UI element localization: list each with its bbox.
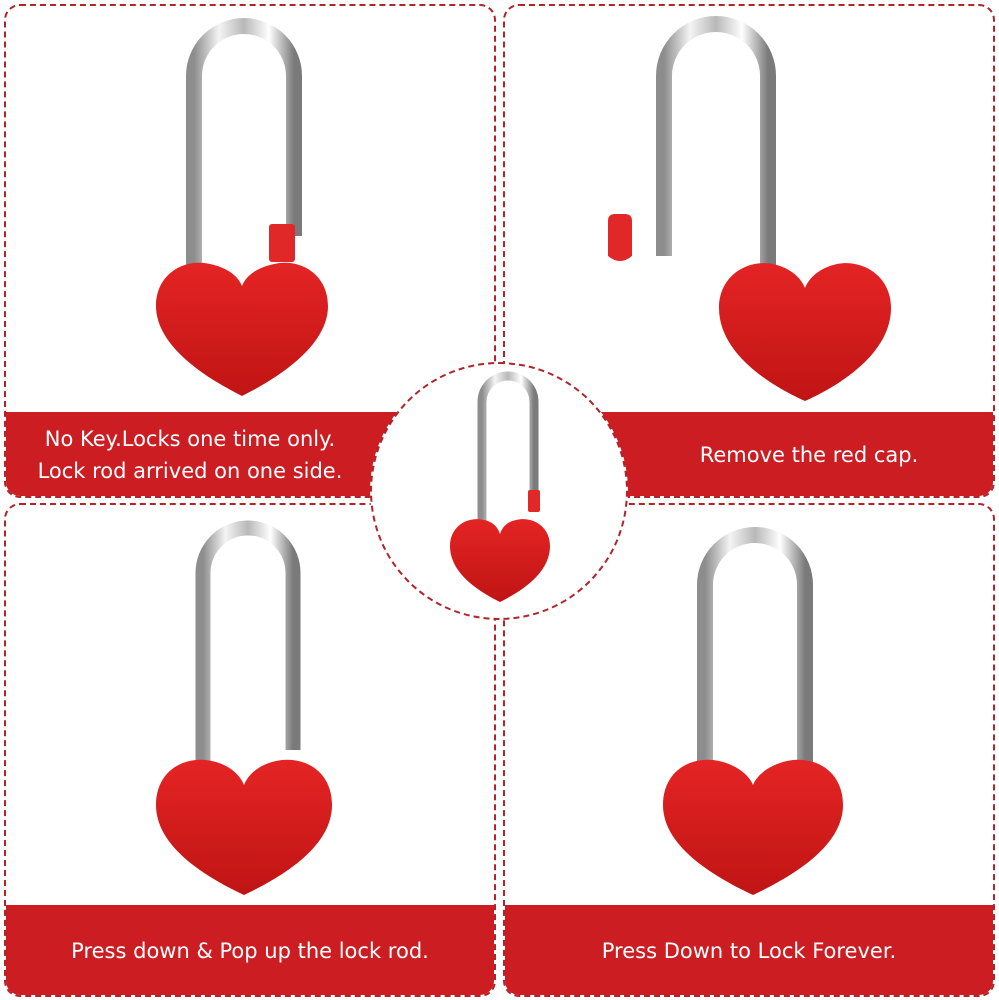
caption-line: Press down & Pop up the lock rod. [71, 939, 429, 963]
caption-line: Press Down to Lock Forever. [601, 939, 897, 963]
heart-padlock-icon [608, 16, 891, 401]
caption-line: No Key.Locks one time only. [44, 427, 336, 451]
step-panel-2: Remove the red cap. [503, 4, 995, 498]
caption-band: Press down & Pop up the lock rod. [6, 905, 494, 995]
heart-padlock-icon [156, 18, 328, 396]
heart-padlock-icon [663, 527, 843, 895]
red-cap-icon [528, 490, 540, 512]
heart-padlock-icon [450, 371, 550, 602]
heart-padlock-icon [156, 520, 332, 895]
caption-band: Press Down to Lock Forever. [505, 905, 993, 995]
caption-line: Lock rod arrived on one side. [37, 459, 343, 483]
caption-line: Remove the red cap. [699, 443, 919, 467]
red-cap-icon [269, 224, 295, 262]
red-cap-icon [608, 214, 632, 261]
center-product-badge [370, 362, 628, 620]
